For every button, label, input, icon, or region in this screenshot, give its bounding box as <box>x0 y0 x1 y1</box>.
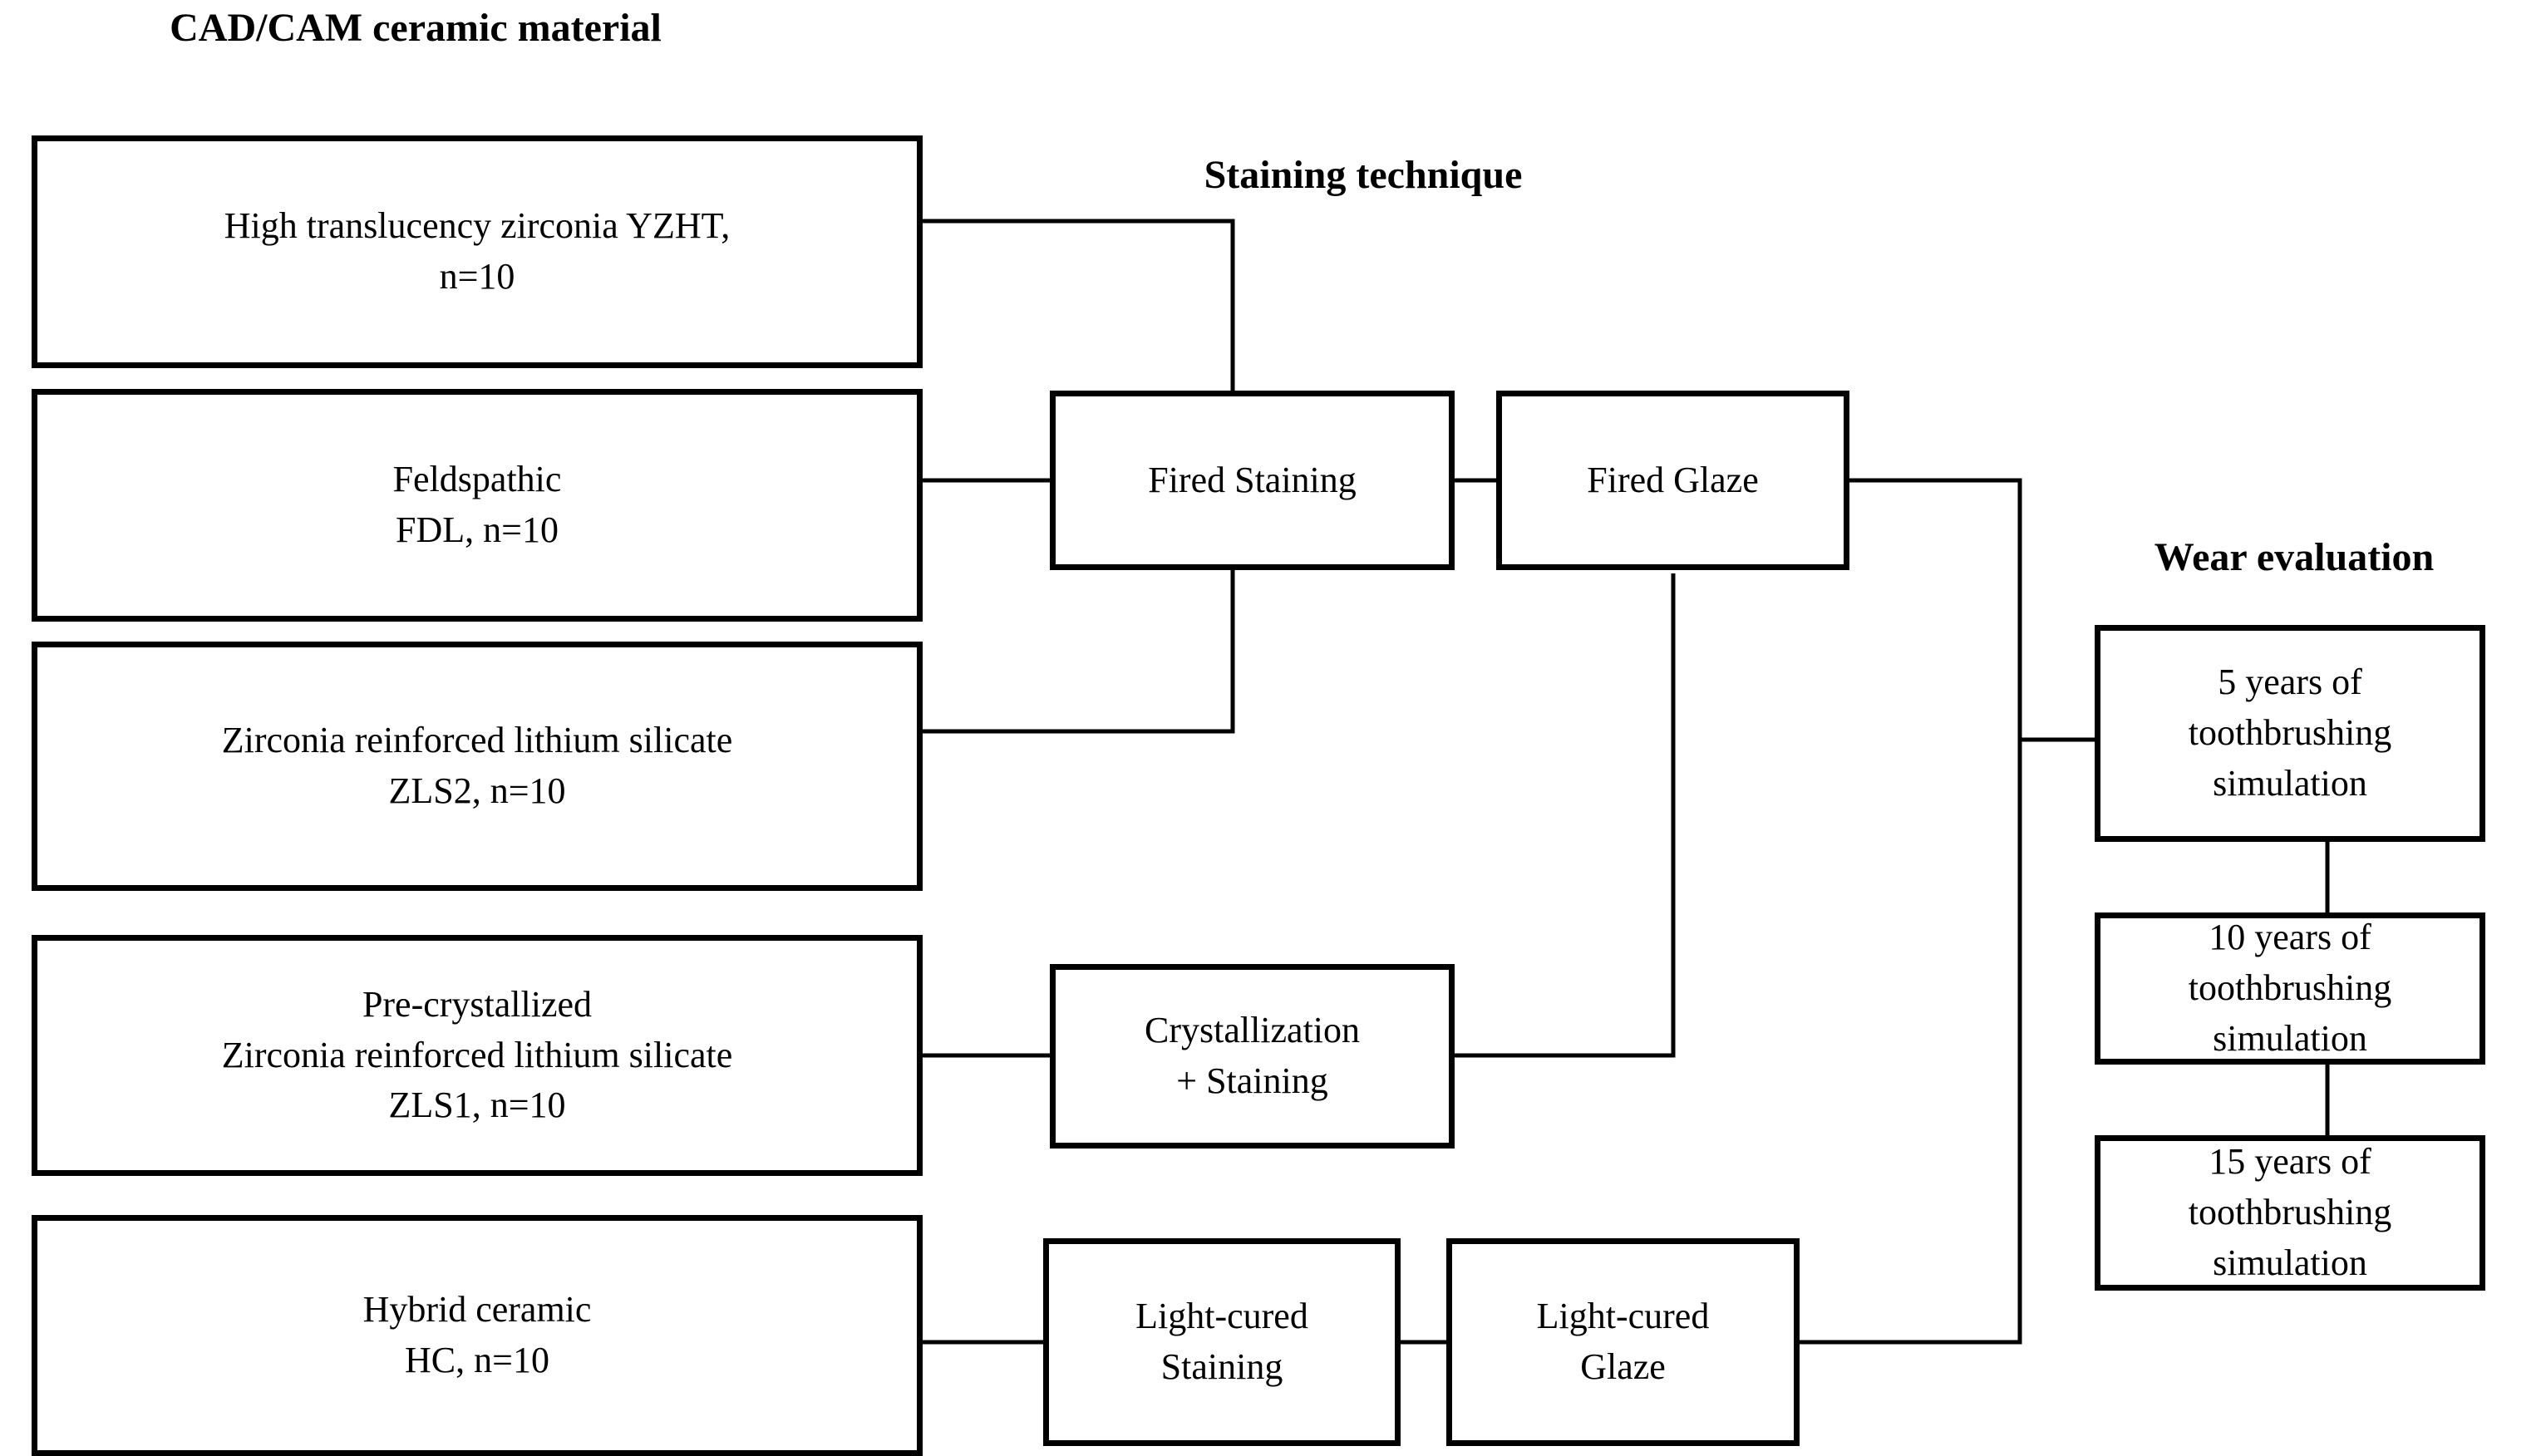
staining-label-crystallization: Crystallization + Staining <box>1144 1010 1361 1101</box>
edge-fired-glaze-to-wear <box>1849 478 2095 742</box>
material-box-fdl[interactable]: Feldspathic FDL, n=10 <box>32 389 923 622</box>
staining-label-lightcured-staining: Light-cured Staining <box>1135 1296 1308 1387</box>
wear-label-15-years: 15 years of toothbrushing simulation <box>2188 1141 2392 1283</box>
staining-label-lightcured-glaze: Light-cured Glaze <box>1536 1296 1710 1387</box>
staining-box-crystallization[interactable]: Crystallization + Staining <box>1050 964 1455 1149</box>
material-box-zls2[interactable]: Zirconia reinforced lithium silicate ZLS… <box>32 642 923 891</box>
header-cadcam-ceramic-material: CAD/CAM ceramic material <box>170 6 662 50</box>
wear-box-10-years[interactable]: 10 years of toothbrushing simulation <box>2095 912 2485 1065</box>
material-box-zls1[interactable]: Pre-crystallized Zirconia reinforced lit… <box>32 935 923 1176</box>
edge-zls2-to-fired-staining <box>923 570 1235 734</box>
staining-box-fired-glaze[interactable]: Fired Glaze <box>1496 391 1849 570</box>
staining-box-lightcured-glaze[interactable]: Light-cured Glaze <box>1446 1238 1800 1446</box>
material-label-zls1: Pre-crystallized Zirconia reinforced lit… <box>221 983 733 1126</box>
staining-box-lightcured-staining[interactable]: Light-cured Staining <box>1043 1238 1401 1446</box>
material-box-hc[interactable]: Hybrid ceramic HC, n=10 <box>32 1215 923 1456</box>
staining-box-fired-staining[interactable]: Fired Staining <box>1050 391 1455 570</box>
wear-box-15-years[interactable]: 15 years of toothbrushing simulation <box>2095 1135 2485 1291</box>
staining-label-fired-staining: Fired Staining <box>1148 459 1357 500</box>
material-label-zls2: Zirconia reinforced lithium silicate ZLS… <box>221 720 733 811</box>
wear-label-10-years: 10 years of toothbrushing simulation <box>2188 917 2392 1059</box>
material-label-yzht: High translucency zirconia YZHT, n=10 <box>224 205 731 297</box>
header-wear-evaluation: Wear evaluation <box>2154 535 2435 579</box>
wear-box-5-years[interactable]: 5 years of toothbrushing simulation <box>2095 625 2485 842</box>
header-staining-technique: Staining technique <box>1204 153 1523 197</box>
edge-yzht-to-fired-staining <box>923 219 1235 397</box>
staining-label-fired-glaze: Fired Glaze <box>1587 459 1759 500</box>
wear-label-5-years: 5 years of toothbrushing simulation <box>2188 662 2392 804</box>
material-label-fdl: Feldspathic FDL, n=10 <box>392 459 562 550</box>
edge-lightcured-glaze-to-wear <box>1800 740 2022 1345</box>
material-box-yzht[interactable]: High translucency zirconia YZHT, n=10 <box>32 135 923 368</box>
edge-crystallization-to-fired-glaze <box>1455 573 1676 1058</box>
material-label-hc: Hybrid ceramic HC, n=10 <box>362 1289 592 1380</box>
